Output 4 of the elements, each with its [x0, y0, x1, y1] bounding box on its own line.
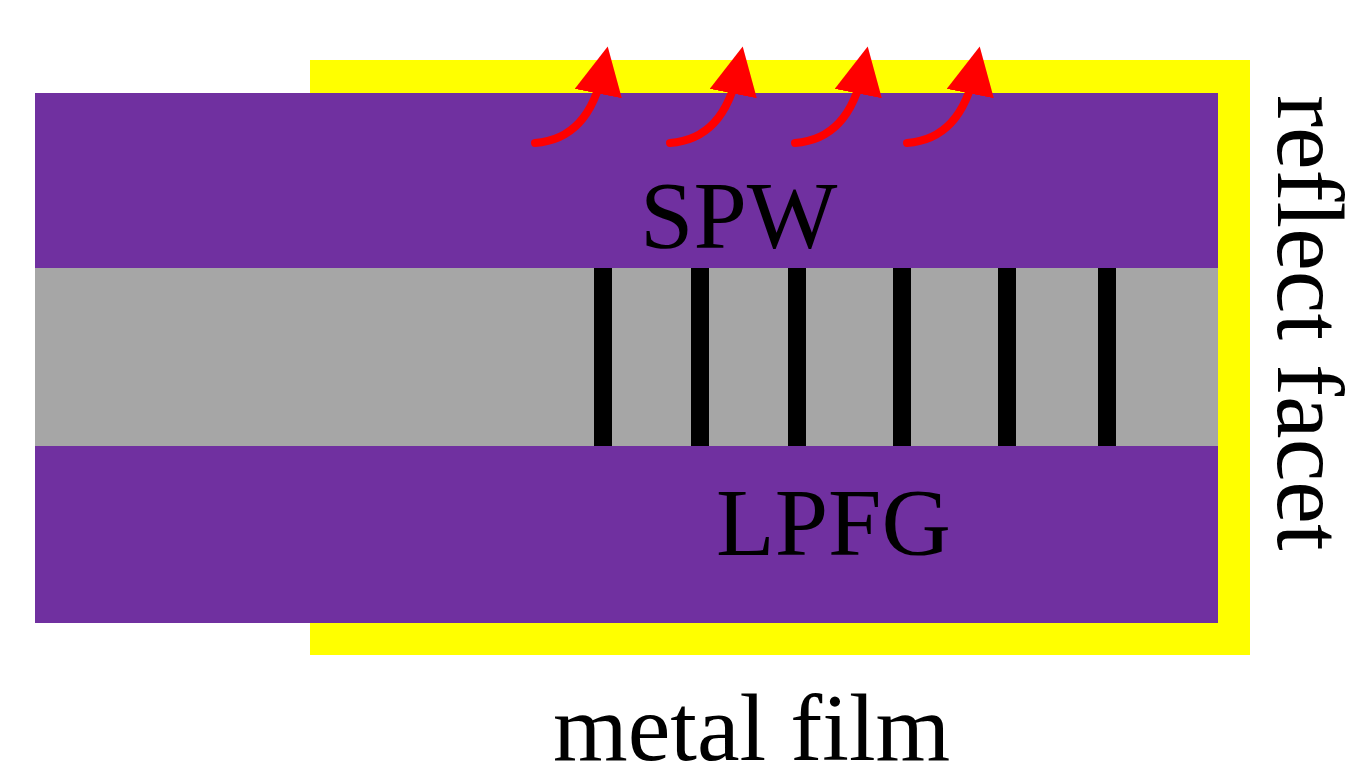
grating-label: LPFG — [716, 475, 951, 571]
facet-label: reflect facet — [1262, 95, 1358, 551]
waveguide-label: SPW — [640, 168, 838, 264]
film-label: metal film — [553, 680, 951, 772]
